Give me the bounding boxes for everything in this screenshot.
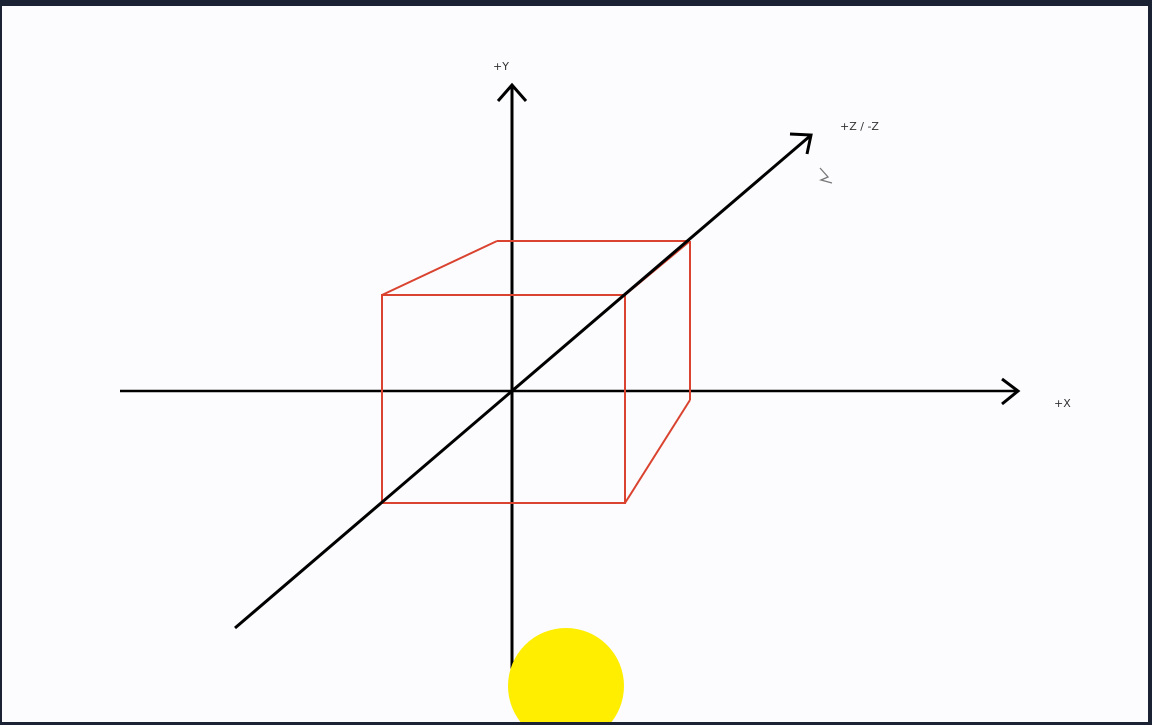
y-axis-arrowhead: [496, 82, 528, 102]
x-axis-arrowhead: [1001, 377, 1021, 406]
z-axis-arrowhead: [789, 132, 813, 155]
cube-front-face: [381, 294, 626, 504]
drawing-canvas: +Y +Z / -Z +X: [2, 6, 1148, 722]
cube: [381, 240, 691, 504]
coordinate-diagram: +Y +Z / -Z +X: [120, 60, 1071, 722]
z-axis-line: [234, 134, 811, 630]
scribble-mark: [819, 167, 833, 184]
y-axis-label: +Y: [493, 60, 509, 73]
cube-edge-top-left: [381, 240, 498, 296]
cursor-highlight: [508, 628, 624, 722]
cube-edge-bottom-right: [624, 399, 691, 504]
x-axis-label: +X: [1054, 397, 1071, 410]
z-axis-label: +Z / -Z: [840, 120, 879, 133]
